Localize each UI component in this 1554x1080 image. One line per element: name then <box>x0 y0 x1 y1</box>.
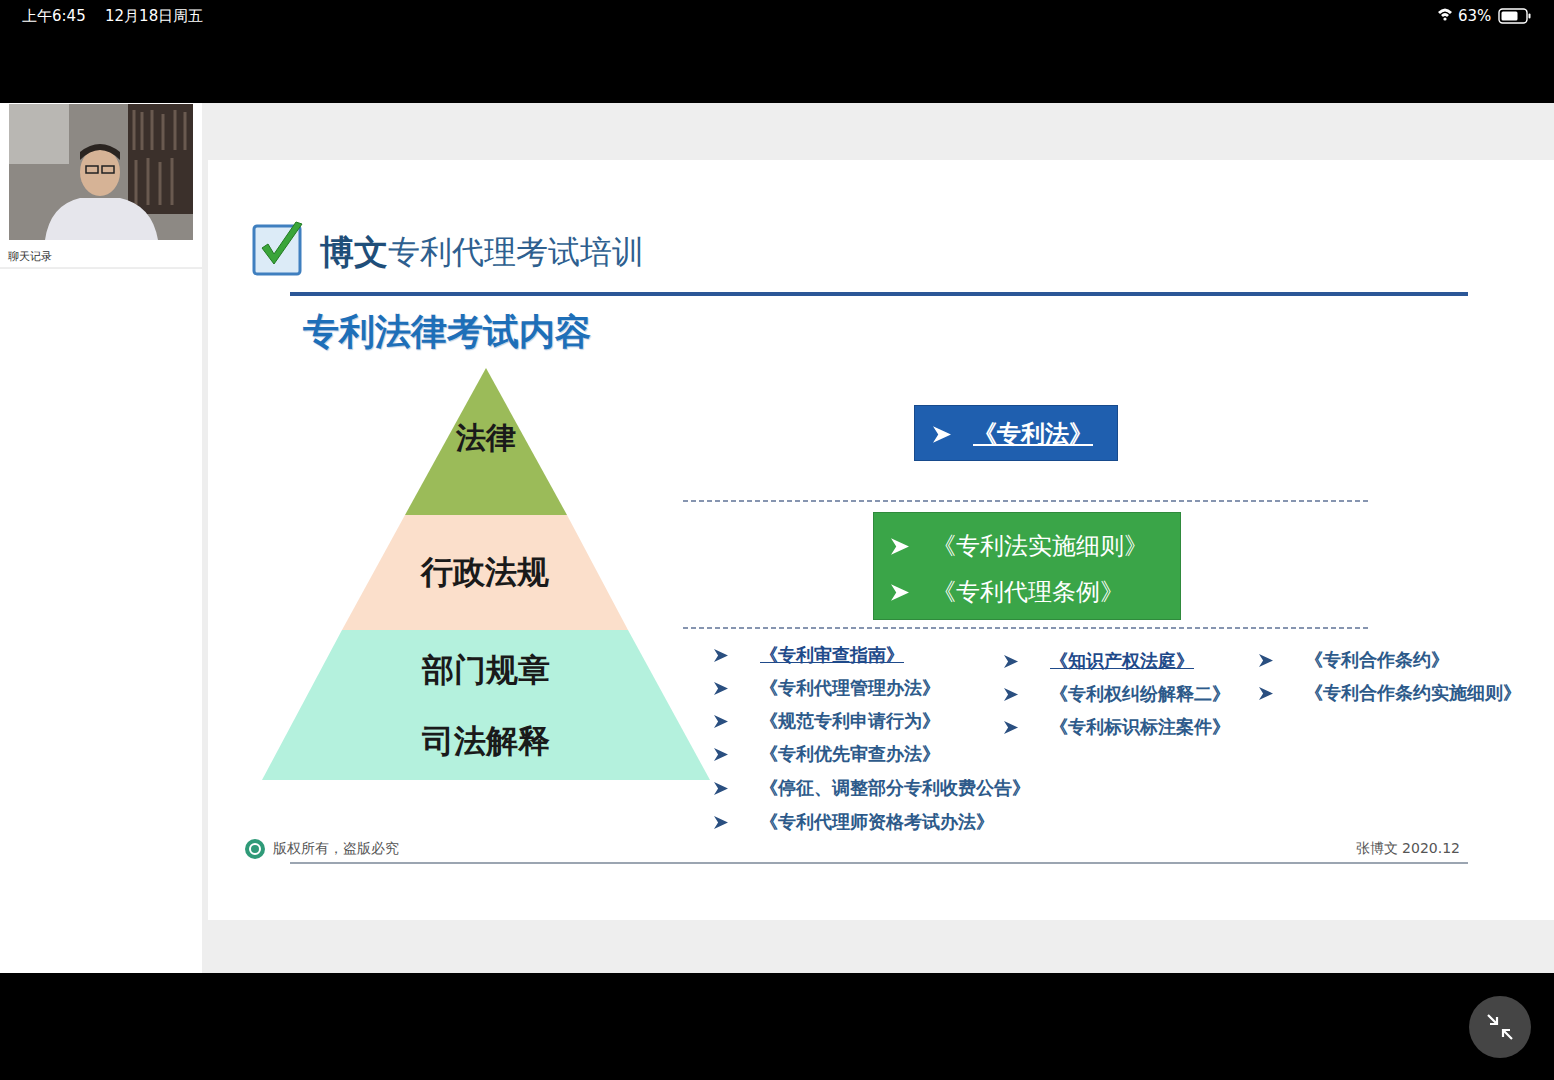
battery-icon <box>1499 9 1531 23</box>
author-date: 张博文 2020.12 <box>1356 840 1460 857</box>
bullet-arrow-shape <box>1004 655 1018 668</box>
regulation-box: 《专利法实施细则》《专利代理条例》 <box>873 512 1181 620</box>
panel-divider <box>0 268 202 269</box>
course-name: 专利代理考试培训 <box>388 233 644 271</box>
battery-level: 63% <box>1458 7 1491 25</box>
status-date: 12月18日周五 <box>105 7 203 25</box>
bullet-arrow <box>891 538 909 555</box>
status-time: 上午6:45 <box>22 7 86 25</box>
regulation-item: 《专利代理师资格考试办法》 <box>760 811 994 833</box>
band-label: 法律 <box>456 420 516 456</box>
law-box: 《专利法》 <box>914 405 1118 461</box>
bullet-arrow-shape <box>891 538 909 555</box>
treaty-item: 《专利合作条约》 <box>1305 649 1449 671</box>
regulation-item: 《停征、调整部分专利收费公告》 <box>760 777 1030 799</box>
video-thumbnail <box>9 104 193 240</box>
regulation-item: 《规范专利申请行为》 <box>760 710 940 732</box>
bullet-arrow <box>714 715 728 728</box>
dashed-divider <box>683 627 1370 629</box>
bullet-arrow-shape <box>714 682 728 695</box>
interpretation-item: 《专利权纠纷解释二》 <box>1050 683 1230 705</box>
bullet-arrow <box>714 782 728 795</box>
bullet-arrow-shape <box>933 426 951 443</box>
bullet-arrow-shape <box>1259 687 1273 700</box>
bullet-arrow <box>714 682 728 695</box>
copyright-note: 版权所有，盗版必究 <box>273 840 399 857</box>
regulation-item: 《专利优先审查办法》 <box>760 743 940 765</box>
band-fill <box>262 630 710 780</box>
bullet-arrow <box>1004 721 1018 734</box>
bullet-arrow-shape <box>714 715 728 728</box>
bullet-arrow <box>714 816 728 829</box>
bullet-arrow-shape <box>891 584 909 601</box>
slide-frame <box>202 103 1554 973</box>
interpretation-item: 《专利标识标注案件》 <box>1050 716 1230 738</box>
bullet-arrow <box>933 426 951 443</box>
band-fill <box>342 515 628 630</box>
regulation-item: 《专利代理管理办法》 <box>760 677 940 699</box>
side-panel <box>0 103 202 973</box>
band-label: 司法解释 <box>422 722 550 760</box>
header-rule <box>290 292 1468 296</box>
panel-tab: 聊天记录 <box>8 250 52 263</box>
band-label: 行政法规 <box>421 553 549 591</box>
treaty-item: 《专利合作条约实施细则》 <box>1305 682 1521 704</box>
band-fill <box>405 368 567 515</box>
footer-logo <box>245 839 265 859</box>
bullet-arrow-shape <box>714 816 728 829</box>
bullet-arrow <box>1259 654 1273 667</box>
pyramid-middle: 行政法规 <box>342 515 628 630</box>
bullet-arrow <box>714 748 728 761</box>
box-label: 《专利法实施细则》 <box>932 532 1148 561</box>
bullet-arrow <box>1004 655 1018 668</box>
bullet-arrow <box>891 584 909 601</box>
bullet-arrow <box>1004 688 1018 701</box>
bullet-arrow <box>1259 687 1273 700</box>
bullet-arrow-shape <box>714 748 728 761</box>
slide-title: 专利法律考试内容 <box>303 310 591 353</box>
bullet-arrow-shape <box>714 782 728 795</box>
bullet-arrow-shape <box>1259 654 1273 667</box>
dashed-divider <box>683 500 1370 502</box>
box-label: 《专利法》 <box>973 420 1093 449</box>
band-label: 部门规章 <box>422 651 550 689</box>
pyramid-base: 部门规章司法解释 <box>262 630 710 780</box>
wifi-icon <box>1438 9 1452 21</box>
minimize-button <box>1469 996 1531 1058</box>
pyramid-top: 法律 <box>405 368 567 515</box>
checkbox-logo <box>254 222 302 274</box>
bullet-arrow <box>714 649 728 662</box>
interpretation-item: 《知识产权法庭》 <box>1050 650 1194 672</box>
bullet-arrow-shape <box>714 649 728 662</box>
regulation-item: 《专利审查指南》 <box>760 644 904 666</box>
box-label: 《专利代理条例》 <box>932 578 1124 607</box>
brand-name: 博文 <box>320 232 388 273</box>
bullet-arrow-shape <box>1004 721 1018 734</box>
footer-rule <box>290 862 1468 864</box>
slide-page <box>208 160 1554 920</box>
bullet-arrow-shape <box>1004 688 1018 701</box>
